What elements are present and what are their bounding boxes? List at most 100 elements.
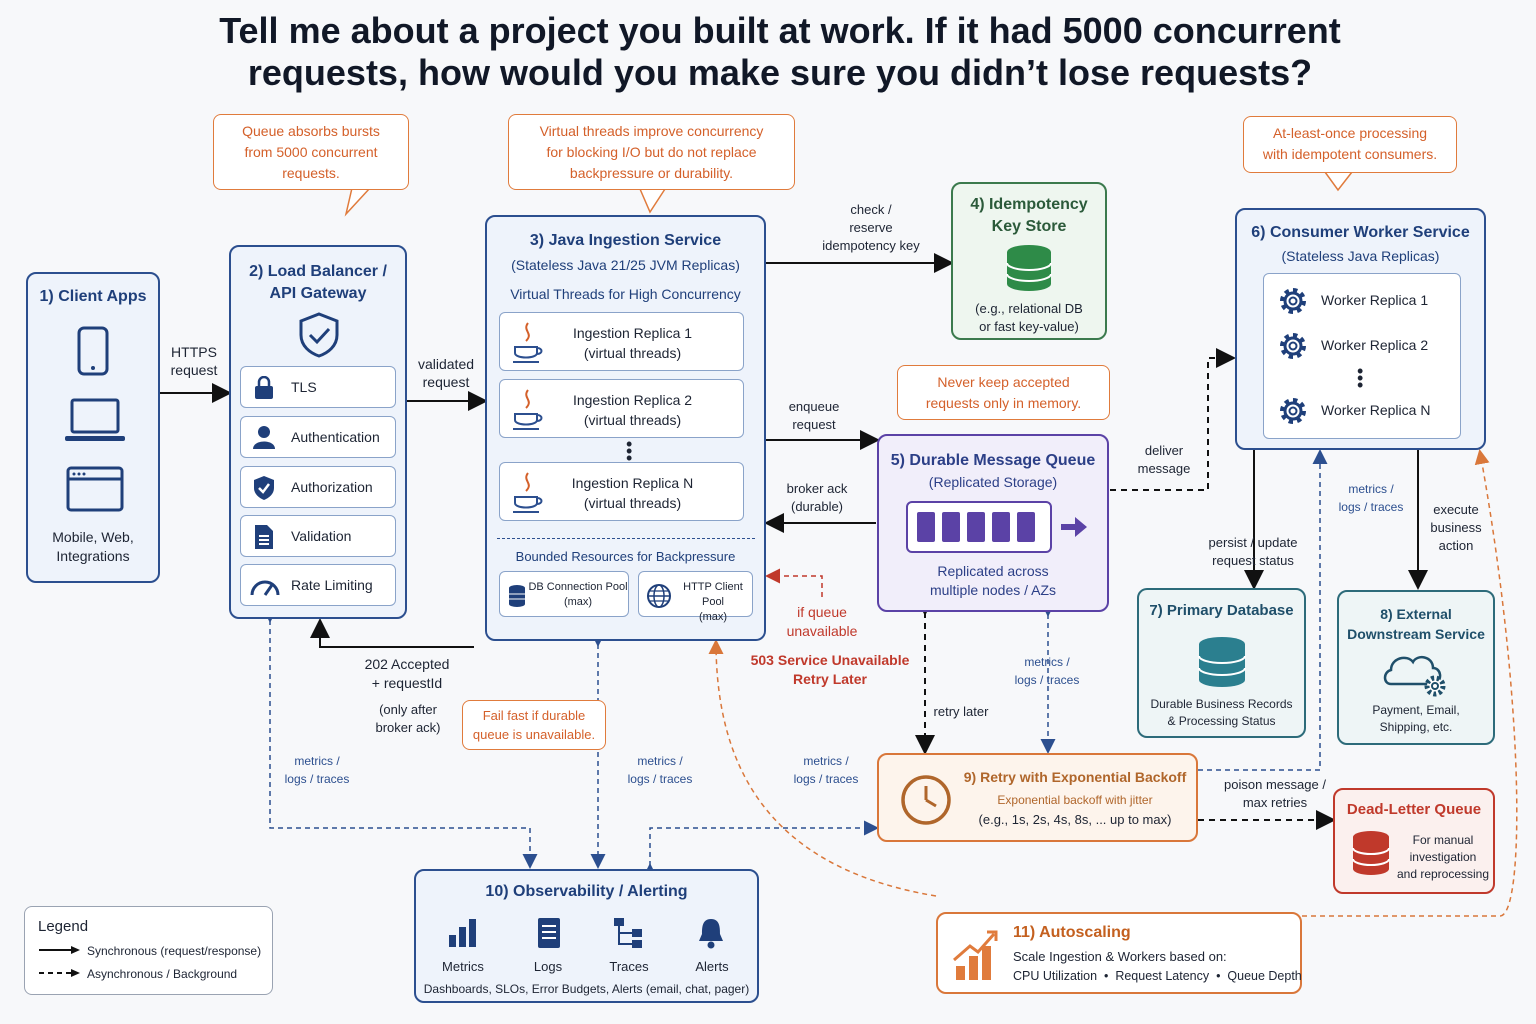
user-icon [253, 426, 275, 449]
dlq-title: Dead-Letter Queue [1346, 801, 1482, 818]
dead-letter-queue-box: Dead-Letter Queue For manual investigati… [1333, 788, 1495, 894]
worker-label: Worker Replica 1 [1321, 292, 1429, 308]
gauge-icon [250, 580, 280, 596]
globe-icon [647, 584, 671, 608]
queue-title: 5) Durable Message Queue [890, 452, 1096, 469]
callout-line: Virtual threads improve concurrency [539, 123, 764, 139]
label-metrics-gateway: metrics /logs / traces [270, 752, 364, 788]
gateway-item-label: Authorization [291, 479, 373, 495]
worker-replica-2: Worker Replica 2 [1277, 329, 1467, 363]
label-line: idempotency key [822, 238, 920, 253]
client-apps-title: 1) Client Apps [39, 288, 147, 305]
log-file-icon [538, 918, 560, 948]
ellipsis-dots: ••• [1357, 361, 1364, 395]
label-line: request status [1212, 553, 1294, 568]
autoscaling-line2: CPU Utilization • Request Latency • Queu… [1013, 969, 1302, 983]
worker-replica-1: Worker Replica 1 [1277, 284, 1467, 318]
label-line: broker ack) [375, 720, 441, 735]
client-caption: Mobile, Web, Integrations [28, 528, 158, 566]
gear-icon [1280, 398, 1306, 424]
scaling-chart-icon [953, 930, 998, 980]
queue-caption: Replicated across multiple nodes / AZs [879, 562, 1107, 600]
label-line: logs / traces [627, 772, 693, 786]
label-line: persist / update [1208, 535, 1298, 550]
retry-title: 9) Retry with Exponential Backoff [963, 769, 1187, 785]
pool-name: DB Connection Pool [528, 581, 628, 593]
retry-line2: (e.g., 1s, 2s, 4s, 8s, ... up to max) [978, 812, 1172, 827]
callout-line: backpressure or durability. [569, 165, 734, 181]
ingestion-caption: Virtual Threads for High Concurrency [510, 286, 741, 302]
gateway-item-authorization: Authorization [240, 466, 396, 508]
replica-name: Ingestion Replica 2 [572, 392, 693, 408]
caption-line: multiple nodes / AZs [929, 582, 1057, 598]
ingestion-replica-2: Ingestion Replica 2(virtual threads) [499, 379, 744, 438]
shield-check-icon [299, 312, 339, 358]
caption-line: Shipping, etc. [1379, 720, 1453, 734]
title-line: 4) Idempotency [970, 196, 1088, 213]
pool-label: HTTP Client Pool(max) [673, 580, 753, 625]
caption-line: Durable Business Records [1150, 697, 1293, 711]
clock-icon [901, 775, 951, 825]
http-client-pool: HTTP Client Pool(max) [638, 571, 753, 623]
label-metrics-retry: metrics / logs / traces [780, 752, 872, 788]
label-persist: persist / update request status [1196, 534, 1310, 570]
gateway-item-label: Authentication [291, 429, 380, 445]
database-icon [509, 585, 525, 607]
phone-icon [77, 326, 109, 376]
label-line: request [170, 362, 218, 378]
label-after-ack: (only after broker ack) [366, 701, 450, 737]
callout-line: with idempotent consumers. [1262, 146, 1438, 162]
gateway-item-validation: Validation [240, 515, 396, 557]
caption-line: investigation [1409, 850, 1477, 864]
db-connection-pool: DB Connection Pool (max) [499, 571, 629, 617]
label-broker-ack: broker ack(durable) [776, 480, 858, 516]
label-line: metrics / [803, 754, 849, 768]
java-icon [513, 389, 543, 430]
gateway-item-rate-limiting: Rate Limiting [240, 564, 396, 606]
trace-tree-icon [614, 918, 642, 948]
label-line: action [1438, 538, 1474, 553]
pool-note: (max) [563, 596, 593, 608]
arrow-metrics-gateway [262, 608, 538, 869]
pool-note: (max) [698, 611, 728, 623]
arrow-autoscale-ingestion [708, 639, 937, 897]
consumer-subtitle: (Stateless Java Replicas) [1281, 248, 1440, 264]
document-icon [255, 525, 273, 549]
label-metrics-ingestion: metrics /logs / traces [614, 752, 706, 788]
replica-name: Ingestion Replica 1 [572, 325, 693, 341]
label-line: business [1430, 520, 1482, 535]
label-line: metrics / [1024, 655, 1070, 669]
idempotency-title: 4) Idempotency Key Store [953, 194, 1105, 238]
queue-icon [906, 501, 1087, 553]
gear-icon [1280, 333, 1306, 359]
divider [497, 538, 755, 539]
callout-at-least-once: At-least-once processing with idempotent… [1243, 116, 1457, 173]
label-line: logs / traces [284, 772, 350, 786]
label-line: reserve [849, 220, 893, 235]
ellipsis-dots: ••• [626, 434, 633, 468]
gateway-item-label: TLS [291, 379, 317, 395]
label-line: unavailable [786, 623, 858, 639]
legend-sync-label: Synchronous (request/response) [87, 944, 262, 958]
legend-title: Legend [38, 918, 89, 935]
ingestion-replica-1: Ingestion Replica 1(virtual threads) [499, 312, 744, 371]
label-line: Retry Later [793, 671, 867, 687]
laptop-icon [65, 398, 125, 441]
label-line: logs / traces [793, 772, 859, 786]
label-line: message [1137, 461, 1191, 476]
legend-async-line [39, 969, 80, 977]
lock-icon [255, 376, 273, 399]
gateway-item-label: Rate Limiting [291, 577, 373, 593]
alerts-label: Alerts [695, 959, 729, 974]
caption-line: Integrations [56, 548, 130, 564]
cloud-gear-icon [1383, 655, 1446, 697]
label-line: (only after [379, 702, 437, 717]
label-poison: poison message /max retries [1216, 776, 1334, 812]
callout-tail-queue [344, 187, 371, 217]
label-line: + requestId [371, 675, 443, 691]
callout-never-memory: Never keep accepted requests only in mem… [897, 365, 1110, 420]
